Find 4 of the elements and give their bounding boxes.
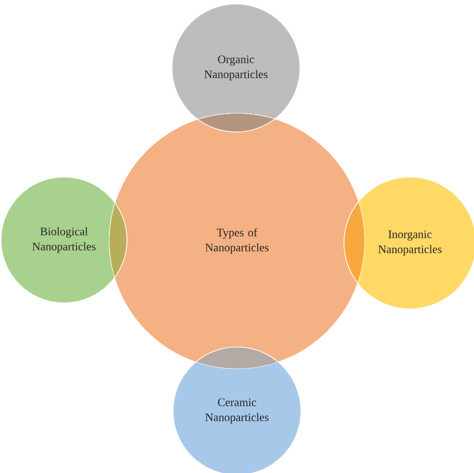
node-label: Organic Nanoparticles [204, 55, 268, 81]
node-label: Biological Nanoparticles [32, 227, 96, 253]
node-label: Ceramic Nanoparticles [205, 398, 269, 424]
node-label: Inorganic Nanoparticles [378, 230, 442, 256]
